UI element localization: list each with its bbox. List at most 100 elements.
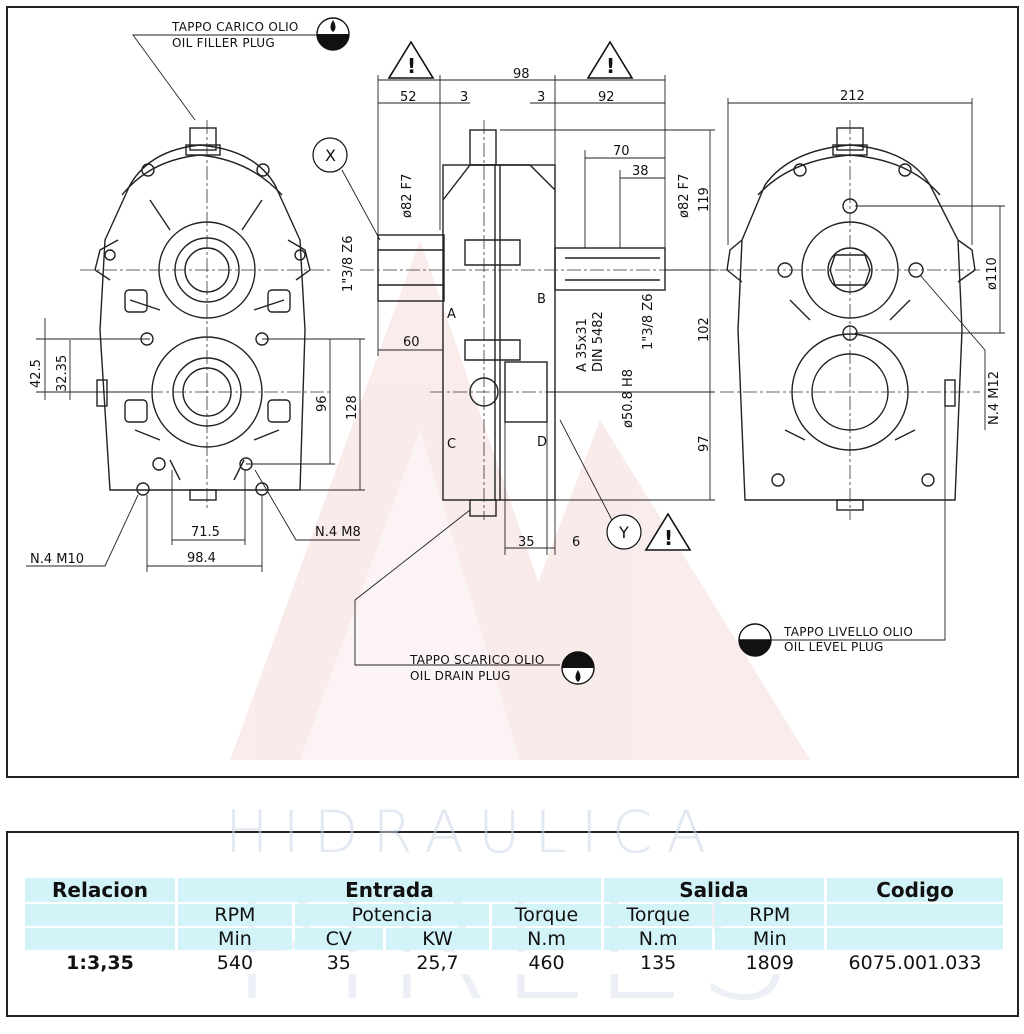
drain-label-en: OIL DRAIN PLUG <box>410 669 511 683</box>
dim-119: 119 <box>697 187 712 212</box>
dim-6: 6 <box>572 535 580 550</box>
sub-rpm-out: RPM <box>715 904 825 926</box>
dim-38: 38 <box>632 164 649 179</box>
dim-102: 102 <box>697 317 712 342</box>
warning-icon: ! <box>387 40 435 79</box>
thread-m12: N.4 M12 <box>987 371 1002 425</box>
warning-icon: ! <box>644 512 692 551</box>
oil-filler-callout: TAPPO CARICO OLIO OIL FILLER PLUG <box>132 17 350 121</box>
header-relacion: Relacion <box>25 878 176 902</box>
right-view <box>726 127 976 511</box>
oil-drain-callout: TAPPO SCARICO OLIO OIL DRAIN PLUG <box>400 651 595 685</box>
side-view <box>377 129 666 517</box>
marker-x-label: X <box>325 146 336 165</box>
cell-kw: 25,7 <box>385 952 490 974</box>
unit-min-out: Min <box>715 928 825 950</box>
table-subheader-row-1: RPM Potencia Torque Torque RPM <box>25 904 1003 926</box>
dim-82-left: ø82 F7 <box>400 174 415 218</box>
side-view-dimensions <box>341 75 715 666</box>
right-view-dimensions <box>727 98 1005 641</box>
dim-82-right: ø82 F7 <box>677 174 692 218</box>
face-label-a: A <box>447 307 456 322</box>
left-view-centerlines <box>80 120 330 510</box>
svg-text:!: ! <box>407 54 416 78</box>
cell-rpm: 540 <box>178 952 292 974</box>
marker-y-label: Y <box>618 523 629 542</box>
dim-96: 96 <box>315 395 330 412</box>
dim-60: 60 <box>403 335 420 350</box>
marker-y: Y <box>606 514 642 550</box>
sub-potencia: Potencia <box>294 904 490 926</box>
dim-35: 35 <box>518 535 535 550</box>
header-salida: Salida <box>603 878 825 902</box>
cell-torque-in: 460 <box>492 952 601 974</box>
dim-3b: 3 <box>537 90 545 105</box>
oil-drop-icon <box>316 17 350 51</box>
dim-32-35: 32.35 <box>55 355 70 392</box>
oil-drop-icon <box>561 651 595 685</box>
dim-71-5: 71.5 <box>191 525 220 540</box>
cell-cv: 35 <box>294 952 383 974</box>
cell-ratio: 1:3,35 <box>25 952 176 974</box>
oil-level-callout: TAPPO LIVELLO OLIO OIL LEVEL PLUG <box>738 623 913 657</box>
warning-icon: ! <box>586 40 634 79</box>
thread-m10: N.4 M10 <box>30 552 84 567</box>
marker-x: X <box>312 137 348 173</box>
left-view <box>94 127 311 501</box>
background-logo <box>230 240 810 760</box>
dim-70: 70 <box>613 144 630 159</box>
drawing-frame <box>6 6 1019 778</box>
dim-42-5: 42.5 <box>29 359 44 388</box>
header-codigo: Codigo <box>827 878 1003 902</box>
side-view-labels: 98 52 3 3 92 70 38 ø82 F7 ø82 F7 119 102… <box>341 67 712 550</box>
bore-spec: ø50.8 H8 <box>621 369 636 428</box>
dim-97: 97 <box>697 435 712 452</box>
cell-code: 6075.001.033 <box>827 952 1003 974</box>
sub-torque-in: Torque <box>492 904 601 926</box>
unit-nm-out: N.m <box>603 928 713 950</box>
filler-label-en: OIL FILLER PLUG <box>172 36 275 50</box>
right-view-labels: 212 ø110 N.4 M12 <box>840 89 1002 425</box>
level-label-en: OIL LEVEL PLUG <box>784 640 884 654</box>
face-label-d: D <box>537 435 547 450</box>
dim-3a: 3 <box>460 90 468 105</box>
dim-212: 212 <box>840 89 865 104</box>
table-frame <box>6 831 1019 1017</box>
table-header-row: Relacion Entrada Salida Codigo <box>25 878 1003 902</box>
drain-label-it: TAPPO SCARICO OLIO <box>409 653 545 667</box>
spline-spec: A 35x31 <box>575 318 590 372</box>
unit-kw: KW <box>385 928 490 950</box>
unit-min: Min <box>178 928 292 950</box>
warning-icons: ! ! ! <box>387 40 692 551</box>
watermark-hidraulica: HIDRAULICA <box>225 798 721 866</box>
dim-110: ø110 <box>985 257 1000 290</box>
thread-m8: N.4 M8 <box>315 525 361 540</box>
dim-92: 92 <box>598 90 615 105</box>
spec-table: Relacion Entrada Salida Codigo RPM Poten… <box>22 876 1006 976</box>
header-entrada: Entrada <box>178 878 601 902</box>
dim-98-4: 98.4 <box>187 551 216 566</box>
level-label-it: TAPPO LIVELLO OLIO <box>783 625 913 639</box>
dim-52: 52 <box>400 90 417 105</box>
filler-label-it: TAPPO CARICO OLIO <box>171 20 299 34</box>
unit-nm-in: N.m <box>492 928 601 950</box>
oil-drop-icon <box>738 623 772 657</box>
unit-cv: CV <box>294 928 383 950</box>
left-view-labels: 42.5 32.35 96 128 71.5 98.4 N.4 M10 N.4 … <box>29 355 361 567</box>
sub-rpm: RPM <box>178 904 292 926</box>
svg-text:!: ! <box>664 526 673 550</box>
svg-text:!: ! <box>606 54 615 78</box>
right-view-centerlines <box>720 120 980 520</box>
shaft-output-spec: 1"3/8 Z6 <box>641 294 656 350</box>
din-spec: DIN 5482 <box>591 311 606 372</box>
shaft-input-spec: 1"3/8 Z6 <box>341 236 356 292</box>
dim-128: 128 <box>345 395 360 420</box>
cell-torque-out: 135 <box>603 952 713 974</box>
face-label-b: B <box>537 292 546 307</box>
left-view-dimensions <box>26 318 365 572</box>
table-row: 1:3,35 540 35 25,7 460 135 1809 6075.001… <box>25 952 1003 974</box>
table-subheader-row-2: Min CV KW N.m N.m Min <box>25 928 1003 950</box>
cell-rpm-out: 1809 <box>715 952 825 974</box>
sub-torque-out: Torque <box>603 904 713 926</box>
